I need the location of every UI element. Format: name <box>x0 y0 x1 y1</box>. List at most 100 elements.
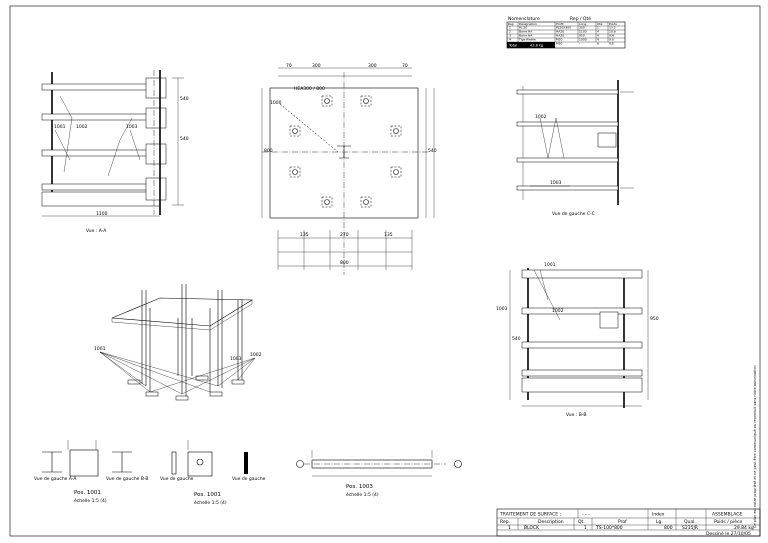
tb-col-desc: Description <box>538 519 564 525</box>
bom-cell: 2 <box>509 30 511 34</box>
sheet-border <box>9 5 761 537</box>
tb-treatment-value: - - - <box>582 513 590 518</box>
dim-aa-1: 540 <box>180 96 189 102</box>
dim-top-2: 300 <box>312 63 321 69</box>
bom-cell: 300 <box>579 26 585 30</box>
dim-bottom-1: 135 <box>300 232 309 238</box>
tb-treatment-label: TRAITEMENT DE SURFACE : <box>499 512 561 518</box>
view-bb: 1001 1002 1003 950 540 Vue : B-B <box>496 262 659 418</box>
tb-col-weight: Poids / pièce <box>714 518 742 525</box>
bom-cell: Barre HA <box>519 30 533 34</box>
dim-bb-side: 540 <box>512 336 521 342</box>
tb-index-label: Index <box>652 512 665 518</box>
bom-cell: HA20 <box>556 34 564 38</box>
bom-cell: Barre HA <box>519 34 533 38</box>
leader-1003-a: 1003 <box>126 124 138 130</box>
tb-row-desc: BLOCK <box>524 525 540 531</box>
bom-header-right: Rep / Qté <box>570 15 591 22</box>
leader-1002-a: 1002 <box>76 124 88 130</box>
bom-cell: 3 <box>509 34 511 38</box>
bom-total-value: 43.8 kg <box>530 44 543 48</box>
bom-cell: 1000 <box>579 38 587 42</box>
tb-row-qual: S235JR <box>682 525 698 531</box>
bom-cell: 0.5 <box>609 42 614 46</box>
leader-1001-b: 1001 <box>544 262 556 268</box>
bom-col-weight: Poids <box>609 22 617 26</box>
dim-bottom-total: 800 <box>340 260 349 266</box>
iso-label-3: 1003 <box>230 356 242 362</box>
view-aa-caption: Vue : A-A <box>86 228 107 234</box>
bom-col-rep: Rep <box>508 22 514 26</box>
bom-cell: - <box>579 42 580 46</box>
bom-cell: PL20X300 <box>556 26 571 30</box>
bom-cell: 13.2 <box>609 26 616 30</box>
bom-cell: 9.4 <box>609 34 614 38</box>
plan-leader: 1000 <box>270 100 282 106</box>
tb-col-prof: Prof <box>618 519 627 525</box>
iso-label-2: 1002 <box>250 352 262 358</box>
bom-col-profil: Profil <box>556 22 564 26</box>
bom-cell: 4 <box>509 38 511 42</box>
bom-cell: 1 <box>509 26 511 30</box>
dim-bb-height: 950 <box>650 316 659 322</box>
tb-row-rep: 1 <box>508 525 511 531</box>
bom-col-long: Long. <box>579 22 587 26</box>
plan-view: HEA300 / 800 1000 70 300 300 70 800 540 … <box>261 63 437 275</box>
detail-pos-1-sub: échelle 1:5 (4) <box>74 497 107 504</box>
dim-top-1: 70 <box>286 63 292 69</box>
dim-plan-left: 800 <box>264 148 273 154</box>
bom-cell: PL 20 <box>519 26 527 30</box>
bom-col-desig: Désignation <box>519 22 537 26</box>
detail-pos-3-sub: échelle 1:5 (4) <box>346 491 379 498</box>
tb-row-prof: TS-100*800 <box>595 525 623 531</box>
bom-cell: 9.9 <box>609 38 614 42</box>
detail-pos-2: Vue de gauche Vue de gauche Pos. 1001 éc… <box>160 440 266 506</box>
dim-top-4: 70 <box>402 63 408 69</box>
view-cc: 1002 1003 Vue de gauche C-C <box>516 80 634 217</box>
bom-cell: 4 <box>597 30 599 34</box>
detail-pos-3-label: Pos. 1003 <box>346 484 373 490</box>
dim-plan-right: 540 <box>428 148 437 154</box>
leader-1003-b: 1003 <box>496 306 508 312</box>
isometric-view: 1001 1002 1003 <box>94 284 262 401</box>
dim-top-3: 300 <box>368 63 377 69</box>
detail-pos-1-label: Pos. 1001 <box>74 490 101 496</box>
iso-label-1: 1001 <box>94 346 106 352</box>
bom-cell: 1100 <box>579 30 587 34</box>
bom-cell: 950 <box>579 34 585 38</box>
side-note: Ce plan est notre propriété et ne peut ê… <box>753 365 757 528</box>
tb-col-rep: Rep. <box>500 519 510 525</box>
detail-pos-3: Pos. 1003 échelle 1:5 (4) <box>296 450 462 498</box>
detail-sec-b: Vue de gauche B-B <box>106 476 149 482</box>
bom-cell: HA20 <box>556 30 564 34</box>
leader-1002-b: 1002 <box>552 308 564 314</box>
detail-pos-1: Vue de gauche A-A Vue de gauche B-B Pos.… <box>34 440 149 504</box>
dim-aa-2: 540 <box>180 136 189 142</box>
bom-cell: 8 <box>597 42 599 46</box>
detail-sec-d: Vue de gauche <box>232 476 266 482</box>
bom-caption: Nomenclature <box>508 16 540 22</box>
bom-cell: M20 <box>556 42 562 46</box>
bom-col-qty: Qté <box>597 22 603 26</box>
tb-row-lg: 800 <box>664 525 673 531</box>
view-aa: 1001 1002 1003 540 540 1100 Vue : A-A <box>41 70 189 234</box>
tb-row-qty: 1 <box>584 525 587 531</box>
bom-total-label: Total <box>508 44 517 48</box>
bom-cell: 1 <box>597 26 599 30</box>
tb-col-qual: Qual. <box>684 519 696 525</box>
detail-sec-c: Vue de gauche <box>160 476 194 482</box>
leader-1002-c: 1002 <box>535 114 547 120</box>
tb-col-qty: Qt. <box>578 519 585 525</box>
detail-sec-a: Vue de gauche A-A <box>34 476 77 482</box>
bom-table: Nomenclature Rep / Qté Rep Désignation P… <box>506 15 626 49</box>
title-block: TRAITEMENT DE SURFACE : - - - Index ASSE… <box>496 508 761 537</box>
plan-title: HEA300 / 800 <box>294 86 325 92</box>
dim-aa-width: 1100 <box>96 211 108 217</box>
tb-col-lg: Lg. <box>656 519 663 525</box>
dim-bottom-3: 135 <box>384 232 393 238</box>
tb-assembly-label: ASSEMBLAGE <box>712 512 743 518</box>
detail-pos-2-label: Pos. 1001 <box>194 492 221 498</box>
view-cc-caption: Vue de gauche C-C <box>552 211 595 217</box>
detail-pos-2-sub: échelle 1:5 (4) <box>194 499 227 506</box>
